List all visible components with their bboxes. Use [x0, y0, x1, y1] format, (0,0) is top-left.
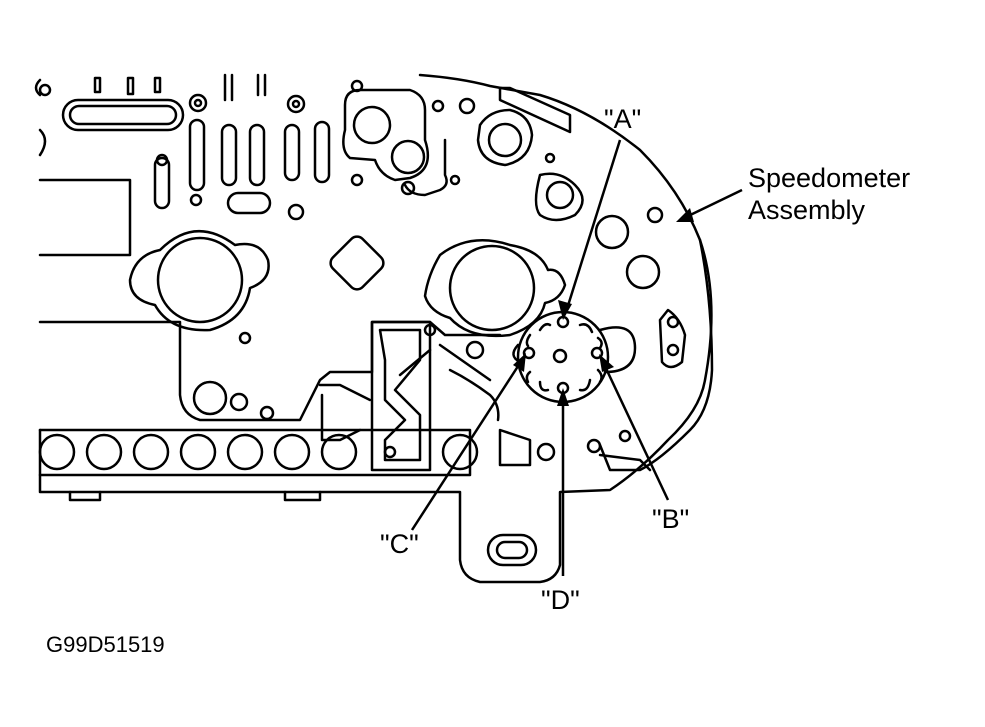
label-c: "C"	[380, 529, 419, 559]
label-a: "A"	[604, 104, 642, 134]
label-speedometer-assembly: Speedometer Assembly	[748, 162, 910, 227]
arrowhead-a	[558, 300, 572, 320]
arrowhead-d	[557, 388, 569, 406]
left-slot	[38, 178, 132, 257]
label-assembly-line2: Assembly	[748, 195, 866, 226]
label-b: "B"	[652, 504, 690, 534]
bottom-rail	[38, 428, 472, 477]
arrowhead-b	[599, 354, 614, 372]
leader-a	[564, 139, 622, 313]
middle-bore-boss	[423, 239, 567, 338]
label-assembly-line1: Speedometer	[748, 163, 911, 193]
arrowhead-assembly	[676, 208, 694, 222]
left-bore-boss	[128, 230, 270, 332]
leader-c	[410, 359, 524, 531]
figure-code: G99D51519	[46, 632, 165, 657]
plate-right-edge	[598, 238, 714, 472]
label-d: "D"	[541, 585, 580, 615]
top-long-slot	[61, 98, 185, 132]
arrowhead-c	[513, 353, 526, 372]
channel-block	[370, 320, 432, 472]
leader-b	[601, 361, 670, 501]
leader-assembly	[683, 188, 743, 220]
